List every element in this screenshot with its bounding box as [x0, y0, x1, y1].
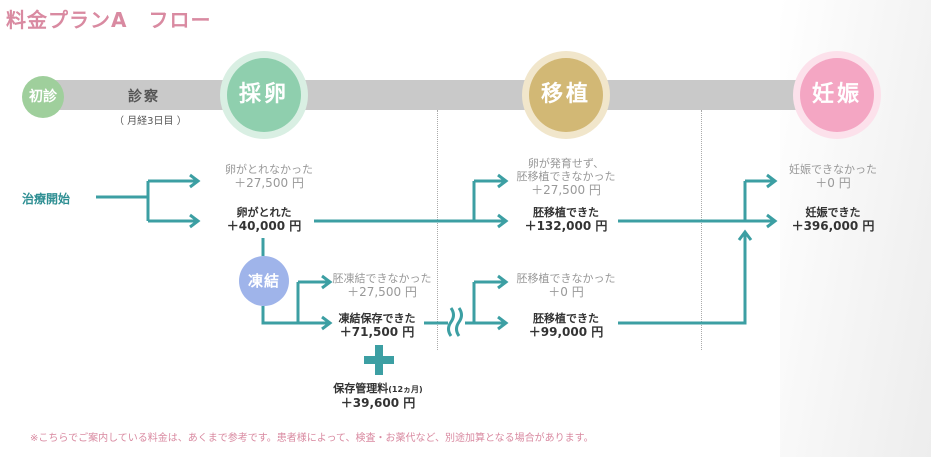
node-transfer-ok-2-text: 胚移植できた: [533, 312, 599, 325]
node-pregnant-price: ＋396,000 円: [791, 219, 875, 234]
node-no-egg-text: 卵がとれなかった: [225, 163, 313, 176]
arrow-freeze-fail: [298, 274, 333, 290]
node-freeze-ok-text: 凍結保存できた: [338, 312, 416, 325]
stage-transfer-label: 移植: [529, 58, 603, 132]
node-transfer-fail-2-text: 胚移植できなかった: [516, 272, 616, 285]
node-egg-ok-text: 卵がとれた: [236, 206, 292, 219]
storage-fee-price: ＋39,600 円: [340, 396, 416, 411]
stage-transfer: 移植: [522, 51, 610, 139]
node-transfer-ok-1-price: ＋132,000 円: [524, 219, 608, 234]
arrow-transfer-ok: [474, 213, 509, 229]
node-not-pregnant-text: 妊娠できなかった: [789, 163, 877, 176]
footnote: ※こちらでご案内している料金は、あくまで参考です。患者様によって、検査・お薬代な…: [30, 433, 594, 444]
node-transfer-fail-2: 胚移植できなかった ＋0 円: [506, 272, 626, 300]
arrow-no-egg: [148, 173, 201, 189]
node-freeze-ok-price: ＋71,500 円: [339, 325, 415, 340]
flow-freeze-out: [261, 306, 298, 325]
node-egg-ok-price: ＋40,000 円: [226, 219, 302, 234]
storage-fee: 保存管理料(12ヵ月) ＋39,600 円: [318, 382, 438, 412]
stage-pregnancy: 妊娠: [793, 51, 881, 139]
node-freeze-fail: 胚凍結できなかった ＋27,500 円: [330, 272, 434, 300]
storage-fee-period: (12ヵ月): [388, 385, 423, 394]
arrow-egg-ok: [148, 213, 201, 229]
arrow-transfer-ok-2: [474, 315, 509, 331]
node-no-dev-line2: 胚移植できなかった: [516, 170, 616, 184]
plus-icon: [364, 345, 394, 375]
arrow-transfer-fail-2: [474, 274, 509, 290]
node-transfer-ok-2-price: ＋99,000 円: [528, 325, 604, 340]
stage-freezing: 凍結: [239, 256, 289, 306]
stage-retrieval: 採卵: [220, 51, 308, 139]
node-transfer-ok-1-text: 胚移植できた: [533, 206, 599, 219]
stage-exam-label: 診察: [128, 89, 160, 105]
node-no-dev-line1: 卵が発育せず、: [527, 157, 605, 170]
storage-fee-label: 保存管理料: [333, 382, 389, 395]
node-pregnant-text: 妊娠できた: [805, 206, 861, 219]
node-freeze-fail-text: 胚凍結できなかった: [332, 272, 432, 285]
node-no-egg: 卵がとれなかった ＋27,500 円: [214, 163, 324, 191]
node-no-development: 卵が発育せず、 胚移植できなかった ＋27,500 円: [506, 157, 626, 198]
node-no-dev-price: ＋27,500 円: [531, 183, 601, 198]
arrow-pregnant: [745, 213, 778, 229]
timeline-bar: [40, 80, 871, 110]
arrow-no-dev: [474, 173, 509, 189]
divider-line-2: [701, 110, 702, 350]
node-egg-ok: 卵がとれた ＋40,000 円: [214, 206, 314, 234]
break-mark-1: [447, 307, 455, 337]
node-pregnant: 妊娠できた ＋396,000 円: [778, 206, 888, 234]
break-mark-2: [455, 307, 463, 337]
page-title: 料金プランA フロー: [6, 8, 212, 32]
stage-pregnancy-label: 妊娠: [800, 58, 874, 132]
arrow-not-pregnant: [745, 173, 778, 189]
node-transfer-ok-2: 胚移植できた ＋99,000 円: [506, 312, 626, 340]
divider-line-1: [437, 110, 438, 350]
node-freeze-fail-price: ＋27,500 円: [347, 285, 417, 300]
node-transfer-ok-1: 胚移植できた ＋132,000 円: [506, 206, 626, 234]
stage-first-visit: 初診: [22, 76, 64, 118]
node-transfer-fail-2-price: ＋0 円: [548, 285, 584, 300]
stage-retrieval-label: 採卵: [227, 58, 301, 132]
node-not-pregnant-price: ＋0 円: [815, 176, 851, 191]
treatment-start-label: 治療開始: [22, 192, 71, 206]
node-freeze-ok: 凍結保存できた ＋71,500 円: [330, 312, 424, 340]
flow-transfer2-to-pregnancy: [618, 229, 753, 325]
node-no-egg-price: ＋27,500 円: [234, 176, 304, 191]
stage-exam-note: （ 月経3日目 ）: [114, 116, 187, 127]
node-not-pregnant: 妊娠できなかった ＋0 円: [778, 163, 888, 191]
arrow-freeze-ok: [298, 315, 333, 331]
